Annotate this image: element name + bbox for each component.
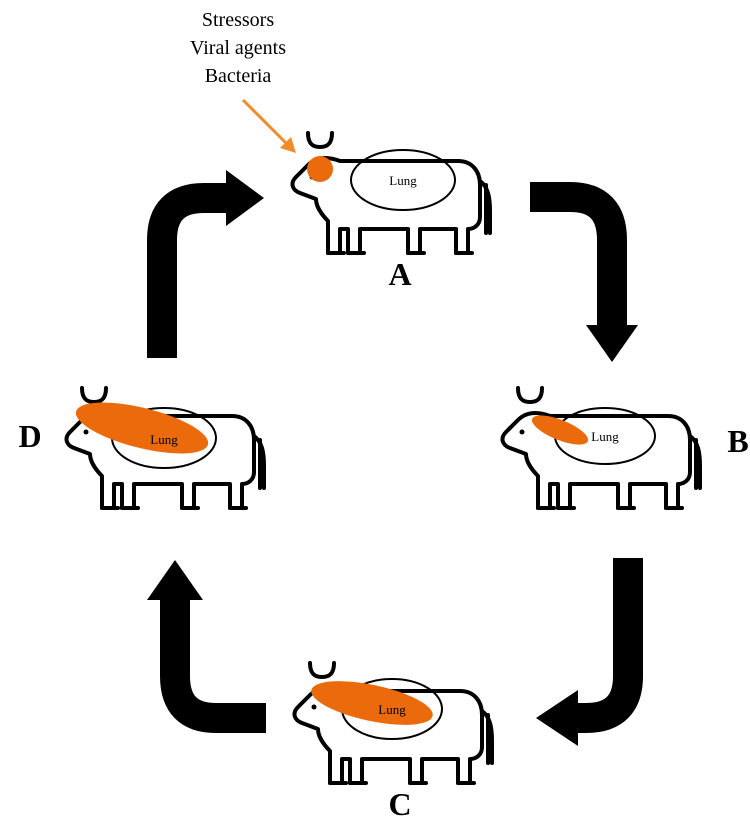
cause-pointer-arrow	[241, 98, 296, 153]
lung-outline-a	[350, 149, 456, 211]
lung-label-b: Lung	[591, 429, 619, 444]
stage-label-c: C	[388, 786, 411, 821]
cause-label-bacteria: Bacteria	[205, 65, 272, 87]
cycle-arrow-b-to-c	[536, 558, 643, 746]
stage-label-b: B	[727, 423, 748, 459]
cow-b: Lung	[500, 386, 702, 510]
infection-site-b	[531, 415, 589, 445]
stage-label-d: D	[18, 418, 41, 454]
cow-c: Lung	[292, 661, 494, 785]
cycle-arrow-c-to-d	[147, 560, 266, 733]
cause-label-viral-agents: Viral agents	[190, 37, 286, 59]
cycle-arrow-a-to-b	[530, 182, 638, 362]
cow-a: Lung	[290, 131, 492, 255]
infection-site-a	[307, 156, 333, 182]
stage-label-a: A	[388, 256, 411, 292]
lung-label-c: Lung	[378, 702, 406, 717]
infection-site-d	[75, 402, 209, 454]
cycle-arrow-d-to-a	[147, 170, 264, 358]
lung-label-d: Lung	[150, 432, 178, 447]
cow-d: Lung	[64, 386, 266, 510]
cause-labels: Stressors Viral agents Bacteria	[190, 9, 286, 87]
cause-label-stressors: Stressors	[202, 9, 274, 31]
lung-label-a: Lung	[389, 173, 417, 188]
infection-site-c	[311, 681, 433, 725]
